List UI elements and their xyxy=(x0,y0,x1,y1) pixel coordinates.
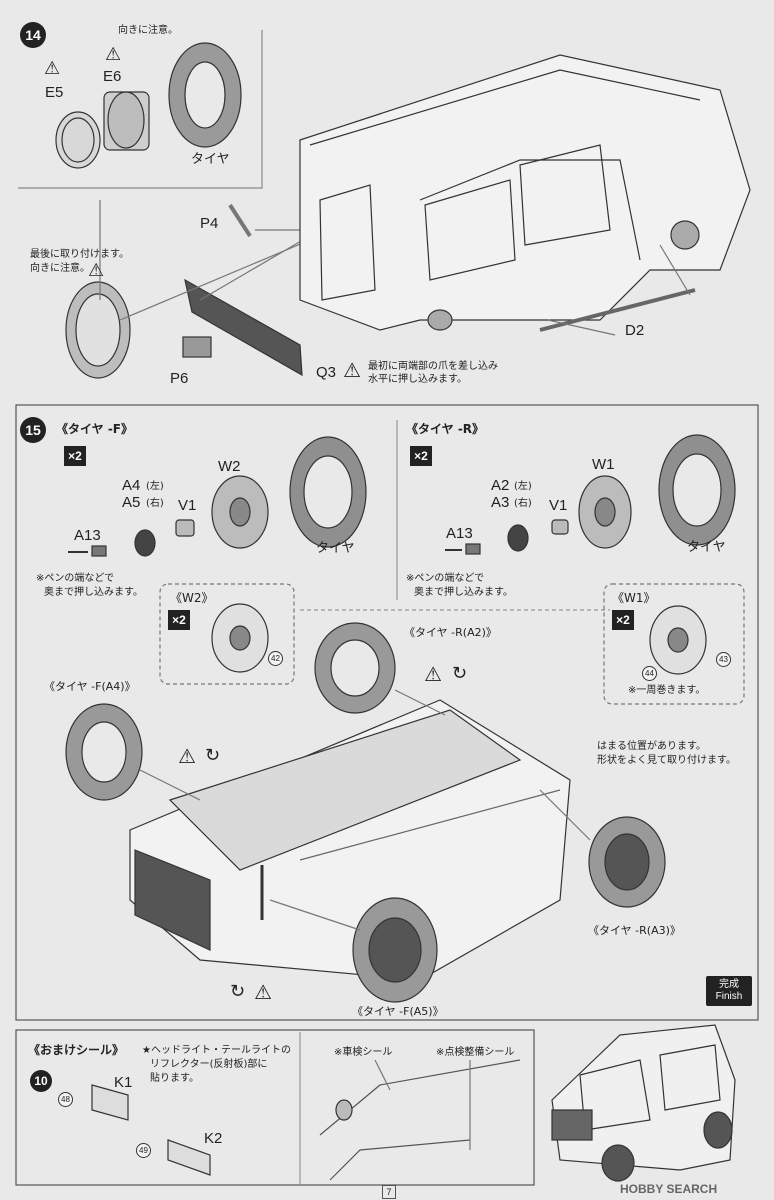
bonus-title: 《おまけシール》 xyxy=(28,1043,125,1057)
page-number: 7 xyxy=(382,1185,396,1199)
part-a13-front: A13 xyxy=(74,527,101,544)
part-k1: K1 xyxy=(114,1074,133,1091)
front-note-2: 奥まで押し込みます。 xyxy=(44,587,143,598)
a2-side: (左) xyxy=(514,481,532,492)
rear-note-2: 奥まで押し込みます。 xyxy=(414,587,513,598)
decal-48: 48 xyxy=(58,1092,73,1107)
note-q3-2: 水平に押し込みます。 xyxy=(368,374,467,385)
part-a5: A5 xyxy=(122,494,141,511)
bonus-note-1: ★ヘッドライト・テールライトの xyxy=(142,1045,291,1056)
a5-side: (右) xyxy=(146,498,164,509)
step-15-badge: 15 xyxy=(20,417,46,443)
rear-note-1: ※ペンの端などで xyxy=(406,573,485,584)
warning-icon: ⚠ xyxy=(254,980,272,1004)
note-fit-1: はまる位置があります。 xyxy=(597,741,706,752)
note-attach-last-1: 最後に取り付けます。 xyxy=(30,249,129,260)
finish-jp: 完成 xyxy=(719,979,739,990)
note-direction: 向きに注意。 xyxy=(118,25,178,36)
part-k2: K2 xyxy=(204,1130,223,1147)
warning-icon: ⚠ xyxy=(424,662,442,686)
rotate-icon: ↻ xyxy=(230,981,246,1002)
front-multiplier: ×2 xyxy=(64,446,86,466)
label-tire-r-a3: 《タイヤ -R(A3)》 xyxy=(588,924,681,937)
part-v1-front: V1 xyxy=(178,497,197,514)
watermark: HOBBY SEARCH xyxy=(620,1182,718,1196)
sticker-maintenance: ※点検整備シール xyxy=(436,1047,515,1058)
w1-box-title: 《W1》 xyxy=(612,591,656,605)
note-q3-1: 最初に両端部の爪を差し込み xyxy=(368,361,498,372)
warning-icon: ⚠ xyxy=(88,260,105,281)
decal-49: 49 xyxy=(136,1143,151,1158)
bonus-note-2: リフレクター(反射板)部に xyxy=(150,1059,268,1070)
finish-en: Finish xyxy=(715,991,743,1002)
sticker-inspection: ※車検シール xyxy=(334,1047,393,1058)
rear-multiplier: ×2 xyxy=(410,446,432,466)
front-tire-label: タイヤ xyxy=(316,541,355,556)
warning-icon: ⚠ xyxy=(178,744,196,768)
w2-box-multiplier: ×2 xyxy=(168,610,190,630)
part-a13-rear: A13 xyxy=(446,525,473,542)
warning-icon: ⚠ xyxy=(105,44,122,65)
part-d2: D2 xyxy=(625,322,645,339)
w1-box-note: ※一周巻きます。 xyxy=(628,685,706,696)
decal-43: 43 xyxy=(716,652,731,667)
part-q3: Q3 xyxy=(316,364,337,381)
part-v1-rear: V1 xyxy=(549,497,568,514)
part-p4: P4 xyxy=(200,215,219,232)
decal-42: 42 xyxy=(268,651,283,666)
part-w1: W1 xyxy=(592,456,615,473)
decal-44: 44 xyxy=(642,666,657,681)
a3-side: (右) xyxy=(514,498,532,509)
note-attach-last-2: 向きに注意。 xyxy=(30,263,90,274)
part-a3: A3 xyxy=(491,494,510,511)
step-10-badge: 10 xyxy=(30,1070,52,1092)
bonus-note-3: 貼ります。 xyxy=(150,1073,199,1084)
label-tire-f-a5: 《タイヤ -F(A5)》 xyxy=(352,1005,444,1018)
warning-icon: ⚠ xyxy=(343,358,361,382)
w1-box-multiplier: ×2 xyxy=(612,610,634,630)
w2-box-title: 《W2》 xyxy=(170,591,214,605)
part-a4: A4 xyxy=(122,477,141,494)
step-14-badge: 14 xyxy=(20,22,46,48)
part-a2: A2 xyxy=(491,477,510,494)
rear-tire-label: タイヤ xyxy=(687,540,726,555)
front-tire-title: 《タイヤ -F》 xyxy=(56,422,133,436)
a4-side: (左) xyxy=(146,481,164,492)
finish-badge: 完成 Finish xyxy=(706,976,752,1006)
part-w2: W2 xyxy=(218,458,241,475)
part-p6: P6 xyxy=(170,370,189,387)
part-e5: E5 xyxy=(45,84,64,101)
note-fit-2: 形状をよく見て取り付けます。 xyxy=(597,755,736,766)
part-tire: タイヤ xyxy=(191,152,230,167)
label-tire-f-a4: 《タイヤ -F(A4)》 xyxy=(44,680,136,693)
front-note-1: ※ペンの端などで xyxy=(36,573,115,584)
rear-tire-title: 《タイヤ -R》 xyxy=(406,422,485,436)
rotate-icon: ↻ xyxy=(452,663,468,684)
label-tire-r-a2: 《タイヤ -R(A2)》 xyxy=(404,626,497,639)
part-e6: E6 xyxy=(103,68,122,85)
rotate-icon: ↻ xyxy=(205,745,221,766)
warning-icon: ⚠ xyxy=(44,58,61,79)
